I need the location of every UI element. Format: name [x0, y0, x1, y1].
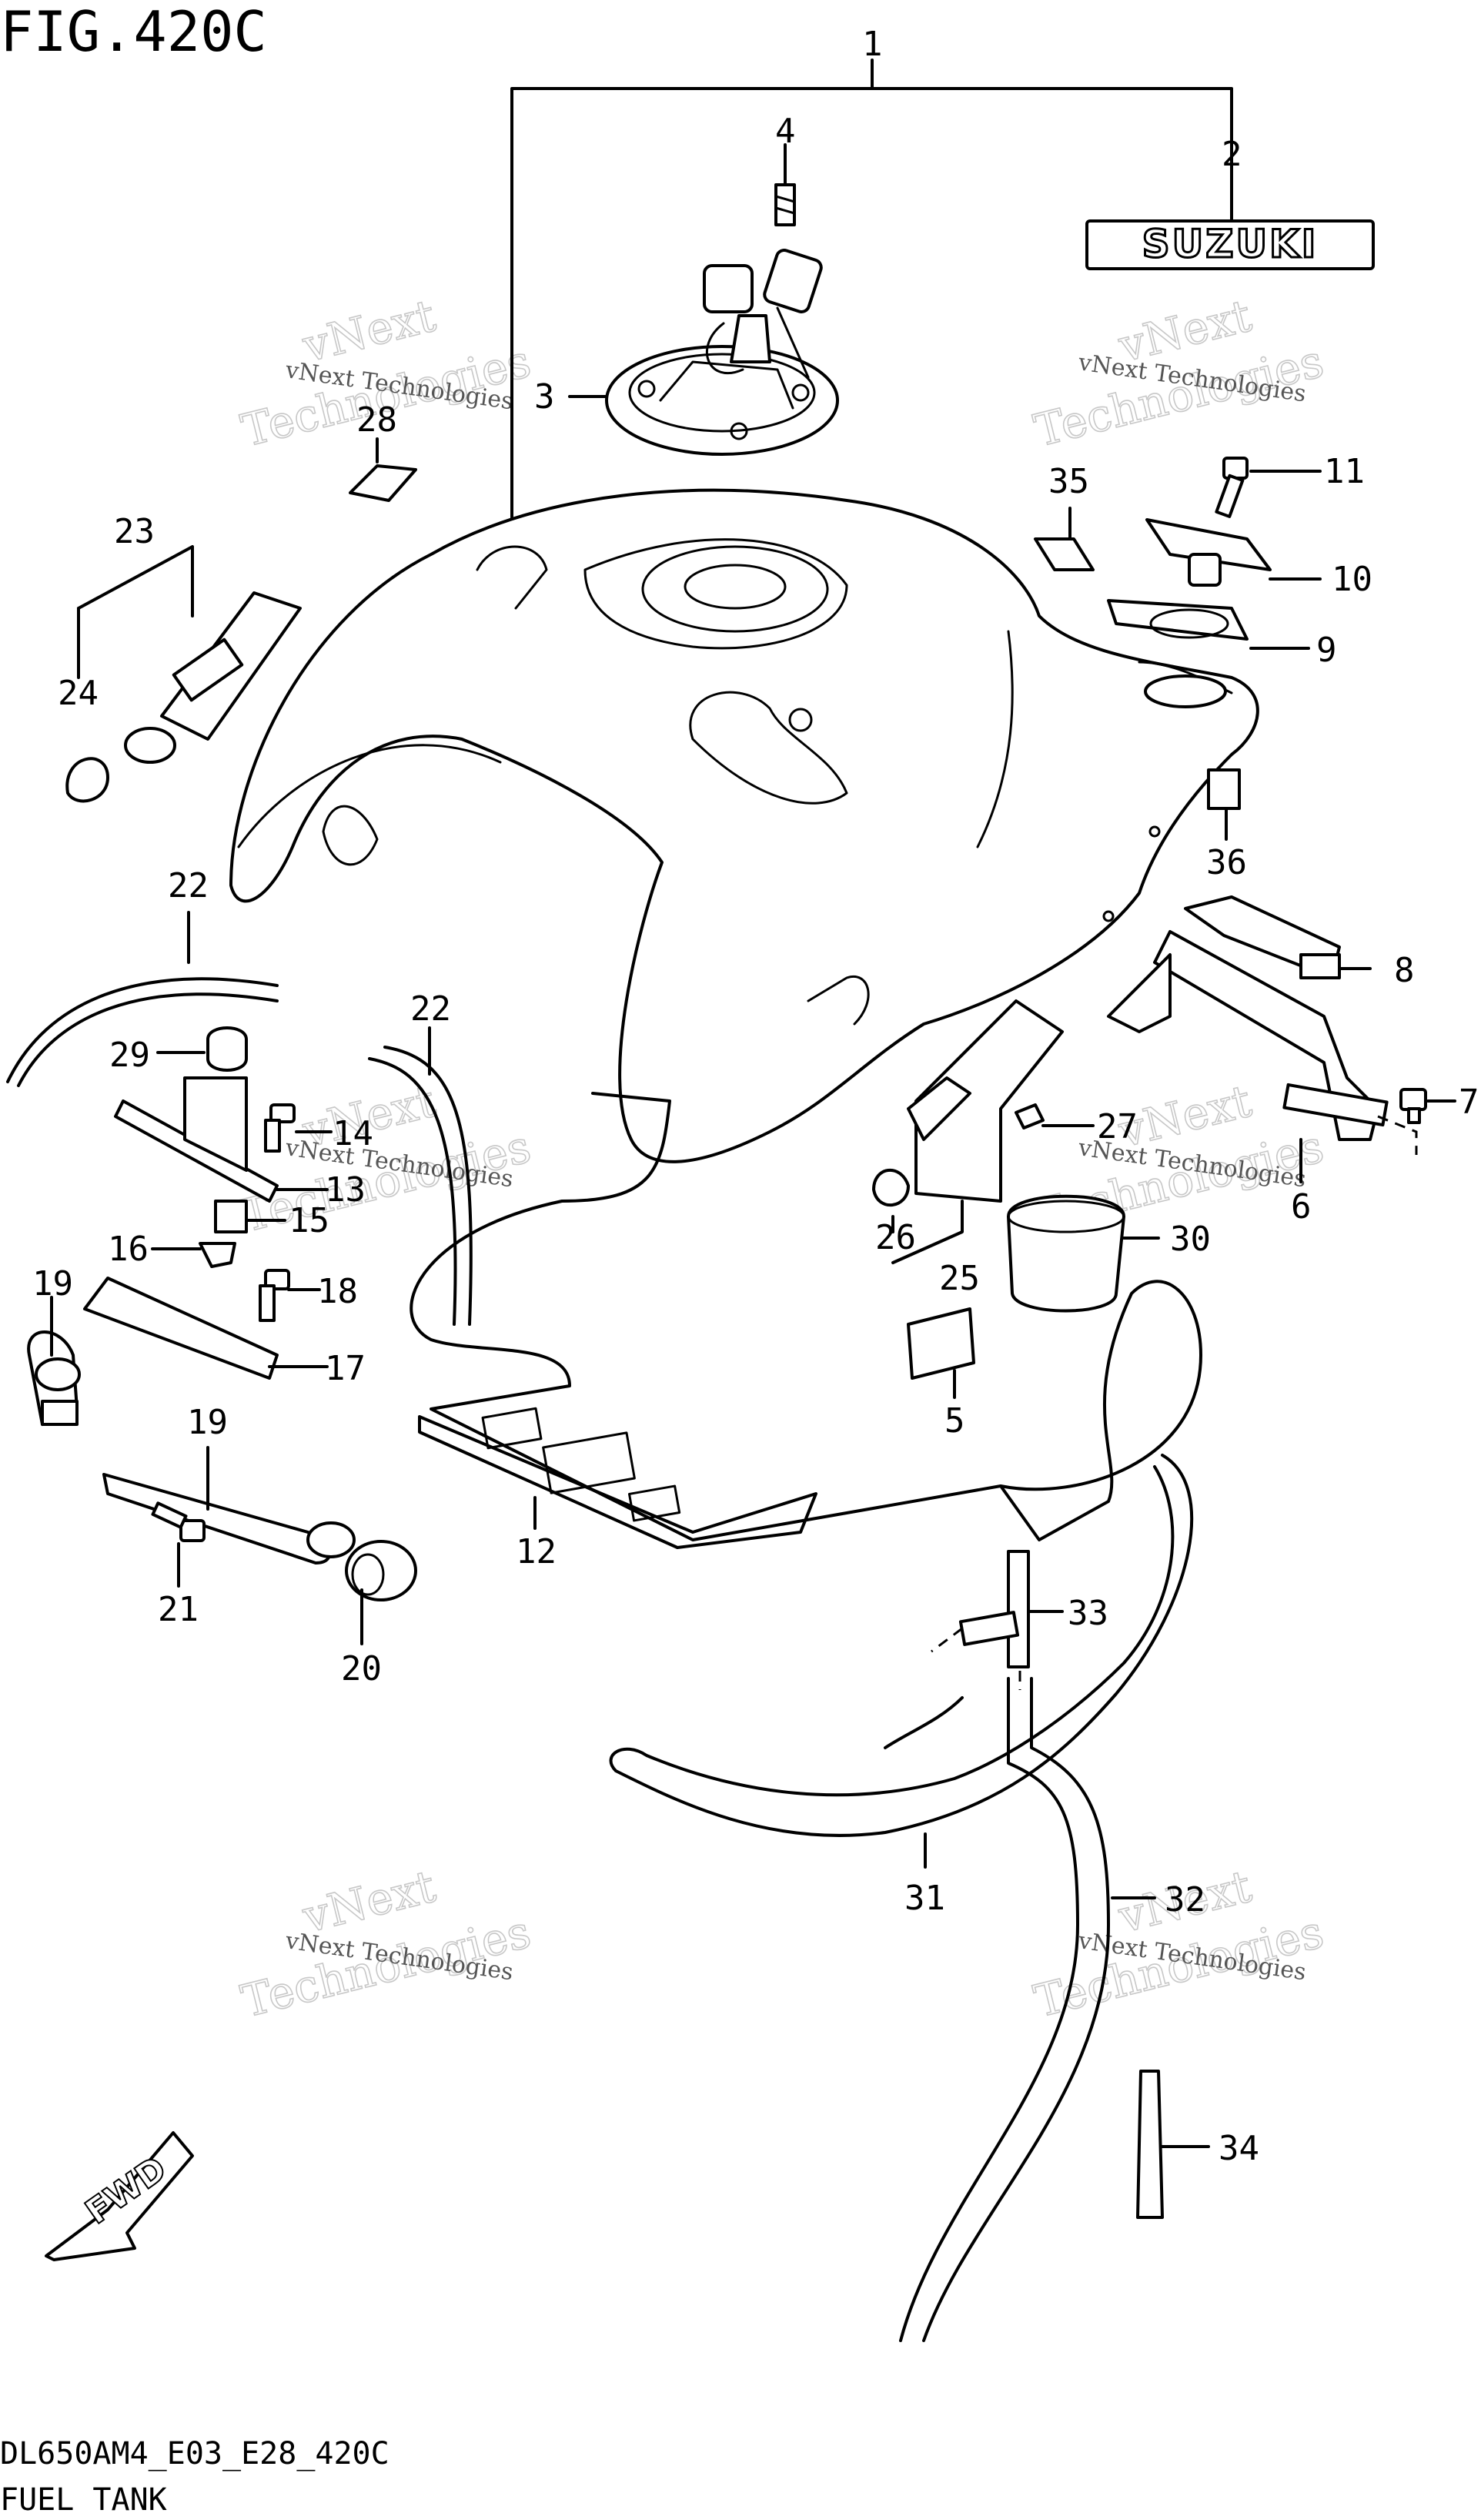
- pad-35: [1034, 537, 1095, 571]
- callout-20: 20: [341, 1649, 382, 1688]
- callout-30: 30: [1170, 1220, 1211, 1259]
- callout-29: 29: [109, 1036, 150, 1075]
- callout-10: 10: [1332, 560, 1372, 599]
- bolt-27: [1015, 1103, 1045, 1129]
- bolt-14: [264, 1103, 296, 1153]
- strap-19-lower: [102, 1473, 356, 1565]
- callout-34: 34: [1219, 2129, 1259, 2168]
- callout-13: 13: [325, 1170, 366, 1210]
- bolt-21: [151, 1501, 206, 1542]
- callout-33: 33: [1068, 1594, 1108, 1633]
- callout-12: 12: [516, 1532, 557, 1571]
- bolt-7: [1399, 1088, 1427, 1124]
- callout-18: 18: [317, 1272, 358, 1311]
- leader-25: [891, 1200, 964, 1264]
- callout-8: 8: [1394, 951, 1415, 990]
- suzuki-emblem: SUZUKI: [1085, 219, 1375, 270]
- washer-16: [199, 1242, 236, 1268]
- watermark-top-right: vNext Technologies vNext Technologies: [1028, 289, 1329, 458]
- clip-34: [1136, 2070, 1164, 2219]
- callout-19-upper: 19: [32, 1264, 73, 1304]
- bracket-23: [124, 591, 302, 764]
- bolt-11: [1215, 457, 1249, 518]
- bracket-25: [907, 999, 1064, 1203]
- callout-19-lower: 19: [187, 1403, 228, 1442]
- callout-32: 32: [1165, 1880, 1205, 1919]
- joint-33: [958, 1550, 1030, 1668]
- cap-26: [872, 1169, 910, 1207]
- callout-14: 14: [333, 1114, 373, 1153]
- callout-labels: 1 2 3 4 5 6 7 8 9 10 11 12 13 14 15 16 1…: [32, 25, 1479, 2168]
- callout-3: 3: [534, 377, 555, 417]
- callout-21: 21: [158, 1590, 199, 1629]
- tank-mat-12: [410, 1092, 1202, 1549]
- fuel-cap-assembly: [605, 249, 839, 456]
- figure-title: FIG.420C: [0, 0, 267, 64]
- callout-36: 36: [1206, 843, 1247, 882]
- callout-17: 17: [325, 1349, 366, 1388]
- callout-7: 7: [1459, 1083, 1479, 1122]
- callout-24: 24: [58, 674, 99, 713]
- hose-31: [609, 1454, 1194, 1837]
- callout-35: 35: [1048, 462, 1089, 501]
- callout-9: 9: [1316, 631, 1337, 670]
- callout-25: 25: [939, 1259, 980, 1298]
- fwd-arrow: FWD: [45, 2131, 194, 2261]
- nut-15: [214, 1200, 248, 1233]
- grommet-29: [206, 1026, 248, 1072]
- pad-36: [1207, 768, 1241, 810]
- watermark-bottom-left: vNext Technologies vNext Technologies: [236, 1859, 537, 2029]
- callout-6: 6: [1291, 1187, 1312, 1227]
- plate-17: [83, 1277, 279, 1380]
- group-bracket-23: [77, 545, 194, 617]
- callout-27: 27: [1097, 1107, 1138, 1146]
- ring-30: [1007, 1194, 1125, 1313]
- callout-16: 16: [108, 1230, 149, 1269]
- callout-1: 1: [862, 25, 883, 64]
- callout-2: 2: [1222, 135, 1242, 174]
- bracket-10: [1145, 518, 1272, 587]
- emblem-text: SUZUKI: [1142, 222, 1319, 266]
- bolt-18: [259, 1269, 290, 1322]
- hose-22-middle: [368, 1057, 457, 1326]
- figure-caption: FUEL TANK: [0, 2482, 167, 2518]
- hose-22-left: [6, 977, 279, 1083]
- model-code: DL650AM4_E03_E28_420C: [0, 2436, 389, 2471]
- callout-4: 4: [775, 112, 796, 151]
- group-bracket-1: [510, 87, 1233, 540]
- callout-15: 15: [289, 1201, 329, 1240]
- damper-20: [345, 1540, 417, 1601]
- screw-4: [774, 143, 796, 226]
- callout-26: 26: [875, 1218, 916, 1257]
- damper-19-upper: [27, 1330, 81, 1426]
- callout-11: 11: [1324, 452, 1365, 491]
- pad-5: [907, 1307, 975, 1380]
- callout-31: 31: [904, 1879, 945, 1918]
- callout-28: 28: [356, 400, 397, 440]
- callout-23: 23: [114, 512, 155, 551]
- fuel-tank-body: [229, 488, 1259, 1163]
- cushion-8: [1184, 895, 1341, 979]
- pad-28: [349, 464, 417, 502]
- hose-32: [899, 1677, 1079, 2342]
- watermark-mid-left: vNext Technologies vNext Technologies: [236, 1074, 537, 1243]
- bracket-6: [1107, 930, 1389, 1141]
- callout-22-left: 22: [168, 866, 209, 905]
- callout-5: 5: [944, 1401, 965, 1441]
- callout-22-middle: 22: [410, 989, 451, 1029]
- gasket-9: [1107, 599, 1249, 641]
- cap-24: [65, 757, 109, 803]
